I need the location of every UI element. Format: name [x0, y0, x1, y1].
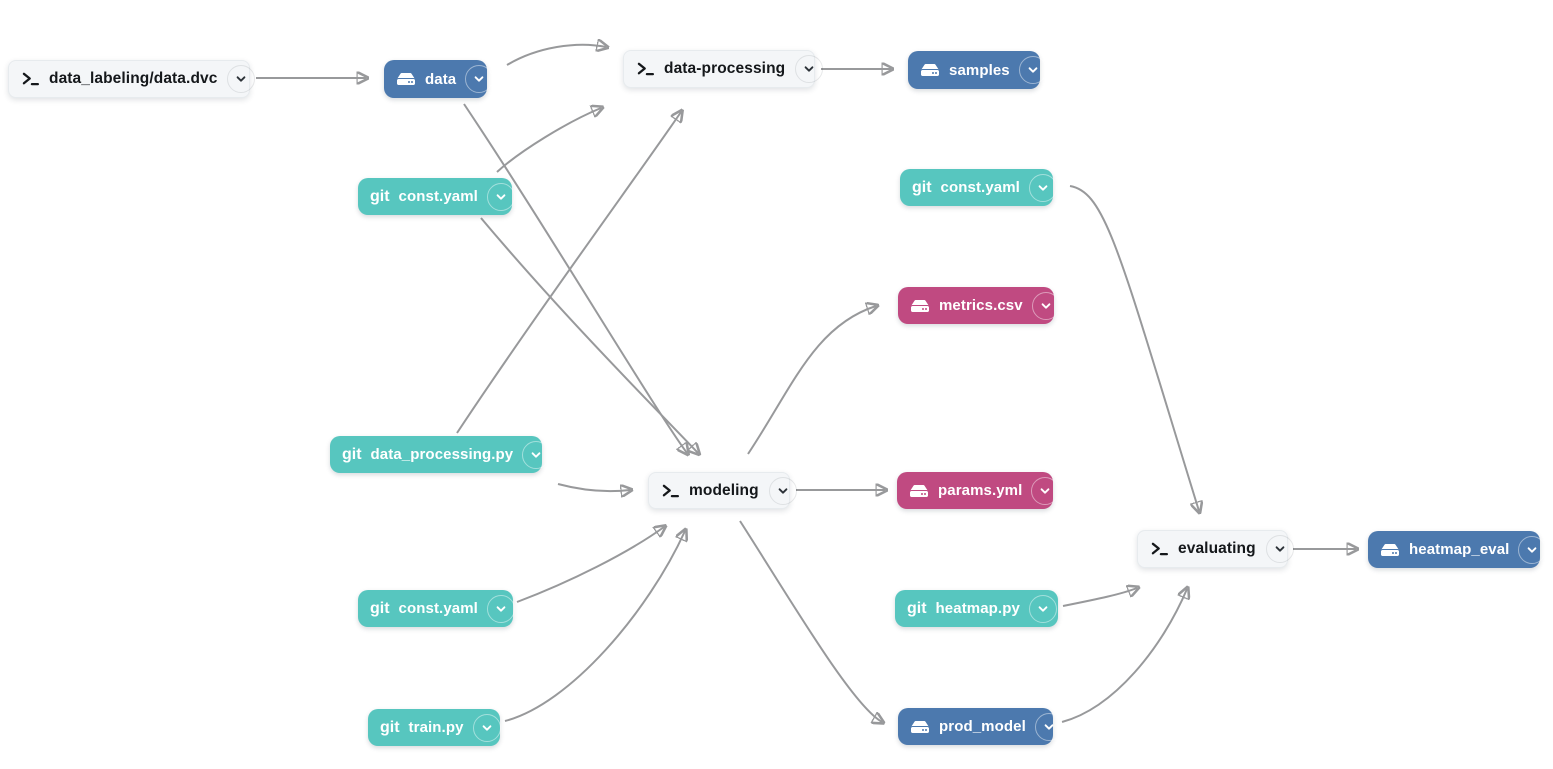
edge-constyamlright-to-evaluating: [1069, 185, 1199, 511]
node-git-train-py[interactable]: git train.py: [368, 709, 501, 746]
storage-drive-icon: [910, 298, 930, 314]
node-label: modeling: [689, 481, 759, 499]
node-stage-data-processing[interactable]: data-processing: [623, 50, 824, 88]
chevron-down-icon[interactable]: [1028, 173, 1057, 202]
chevron-down-icon[interactable]: [1034, 712, 1063, 741]
node-label: params.yml: [938, 482, 1023, 499]
edge-data-to-dataprocessing: [506, 45, 606, 66]
terminal-icon: [662, 484, 679, 498]
edge-dataprocessingpy-to-modeling: [557, 483, 630, 491]
chevron-down-icon[interactable]: [1018, 56, 1047, 84]
node-label: const.yaml: [398, 600, 478, 617]
node-label: heatmap_eval: [1409, 541, 1510, 558]
edge-heatmappy-to-evaluating: [1062, 588, 1137, 607]
chevron-down-icon[interactable]: [227, 65, 256, 93]
node-git-data-processing-py[interactable]: git data_processing.py: [330, 436, 551, 473]
git-icon: git: [907, 599, 927, 617]
edge-constyamltop-to-dataprocessing: [496, 108, 601, 173]
node-label: const.yaml: [940, 179, 1020, 196]
terminal-icon: [637, 62, 654, 76]
git-icon: git: [370, 599, 390, 617]
node-label: heatmap.py: [935, 600, 1020, 617]
edge-dataprocessingpy-to-dataprocessing: [456, 112, 681, 434]
chevron-down-icon[interactable]: [795, 55, 824, 83]
edge-constyamlmid-to-modeling: [516, 527, 664, 603]
node-out-metrics-csv[interactable]: metrics.csv: [898, 287, 1060, 324]
node-label: samples: [949, 61, 1010, 79]
edge-constyamltop-to-modeling: [480, 217, 698, 453]
storage-drive-icon: [920, 62, 940, 78]
node-stage-data-labeling-dvc[interactable]: data_labeling/data.dvc: [8, 60, 256, 98]
storage-drive-icon: [1380, 542, 1400, 558]
node-stage-modeling[interactable]: modeling: [648, 472, 797, 509]
git-icon: git: [342, 445, 362, 463]
node-git-const-yaml-top[interactable]: git const.yaml: [358, 178, 515, 215]
git-icon: git: [912, 178, 932, 196]
node-label: train.py: [408, 719, 464, 736]
chevron-down-icon[interactable]: [1031, 476, 1060, 505]
chevron-down-icon[interactable]: [522, 440, 551, 469]
node-dep-data[interactable]: data: [384, 60, 494, 98]
chevron-down-icon[interactable]: [465, 65, 494, 93]
storage-drive-icon: [909, 483, 929, 499]
git-icon: git: [380, 718, 400, 736]
terminal-icon: [22, 72, 39, 86]
node-label: data_labeling/data.dvc: [49, 70, 218, 87]
node-label: metrics.csv: [939, 297, 1023, 314]
storage-drive-icon: [396, 71, 416, 87]
node-label: data_processing.py: [370, 446, 514, 463]
git-icon: git: [370, 187, 390, 205]
storage-drive-icon: [910, 719, 930, 735]
chevron-down-icon[interactable]: [472, 713, 501, 742]
chevron-down-icon[interactable]: [1028, 594, 1057, 623]
chevron-down-icon[interactable]: [1031, 291, 1060, 320]
node-label: prod_model: [939, 718, 1026, 735]
node-out-prod-model[interactable]: prod_model: [898, 708, 1063, 745]
chevron-down-icon[interactable]: [486, 594, 515, 623]
chevron-down-icon[interactable]: [768, 476, 797, 505]
node-out-heatmap-eval[interactable]: heatmap_eval: [1368, 531, 1547, 568]
node-git-const-yaml-right[interactable]: git const.yaml: [900, 169, 1057, 206]
node-label: const.yaml: [398, 188, 478, 205]
node-out-samples[interactable]: samples: [908, 51, 1047, 89]
node-label: evaluating: [1178, 540, 1256, 557]
node-label: data-processing: [664, 60, 786, 77]
chevron-down-icon[interactable]: [1518, 535, 1547, 564]
edge-modeling-to-prodmodel: [739, 520, 882, 722]
node-label: data: [425, 70, 457, 88]
node-git-heatmap-py[interactable]: git heatmap.py: [895, 590, 1058, 627]
edge-data-to-modeling: [463, 103, 687, 453]
node-git-const-yaml-mid[interactable]: git const.yaml: [358, 590, 515, 627]
node-out-params-yml[interactable]: params.yml: [897, 472, 1060, 509]
terminal-icon: [1151, 542, 1168, 556]
edge-prodmodel-to-evaluating: [1061, 589, 1187, 723]
edge-modeling-to-metricscsv: [747, 306, 876, 455]
node-stage-evaluating[interactable]: evaluating: [1137, 530, 1294, 568]
edge-trainpy-to-modeling: [504, 531, 685, 722]
chevron-down-icon[interactable]: [486, 182, 515, 211]
chevron-down-icon[interactable]: [1265, 535, 1294, 563]
